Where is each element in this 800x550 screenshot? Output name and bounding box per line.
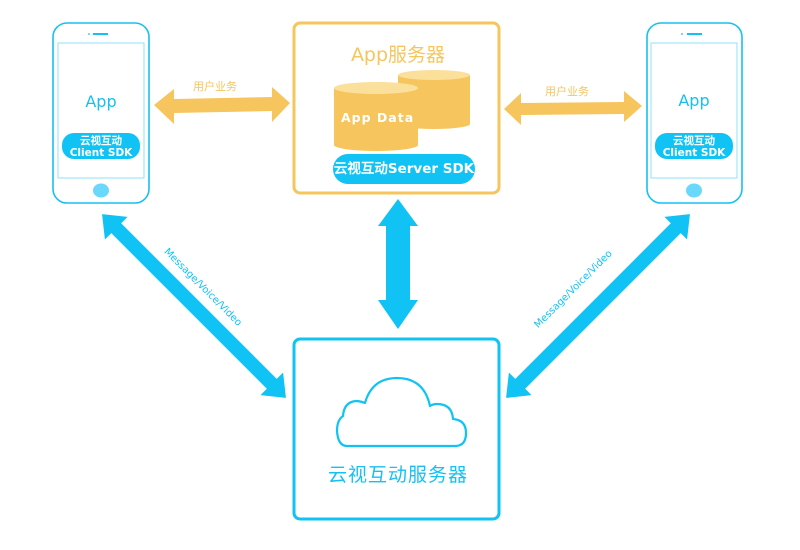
- cloud-server-box: [292, 337, 501, 521]
- right-client-sdk-line2: Client SDK: [662, 147, 726, 159]
- cloud-server-title: 云视互动服务器: [327, 464, 468, 486]
- app-data-label: App Data: [341, 110, 415, 125]
- left-business-label: 用户业务: [193, 80, 237, 93]
- left-business-arrow: [154, 87, 290, 124]
- right-client-sdk-line1: 云视互动: [673, 135, 715, 147]
- right-client-sdk-badge: 云视互动 Client SDK: [655, 133, 733, 159]
- camera-icon: [681, 33, 683, 35]
- center-media-arrow: [378, 199, 418, 329]
- server-sdk-badge: 云视互动Server SDK: [333, 154, 475, 184]
- cloud-icon: [335, 376, 468, 448]
- app-server-title: App服务器: [350, 44, 446, 66]
- left-media-arrow: [102, 214, 286, 398]
- left-client-sdk-line1: 云视互动: [80, 135, 122, 147]
- camera-icon: [88, 33, 90, 35]
- speaker-icon: [93, 33, 108, 35]
- left-client-sdk-badge: 云视互动 Client SDK: [62, 133, 140, 159]
- left-phone-app-label: App: [85, 92, 117, 111]
- home-button-icon: [93, 183, 109, 198]
- home-button-icon: [686, 183, 702, 198]
- left-phone-device: [52, 22, 150, 204]
- right-media-arrow: [506, 214, 690, 398]
- right-business-arrow: [504, 91, 642, 125]
- right-business-label: 用户业务: [545, 85, 589, 98]
- database-icon: [334, 70, 470, 151]
- left-client-sdk-line2: Client SDK: [69, 147, 133, 159]
- right-phone-app-label: App: [678, 91, 710, 110]
- speaker-icon: [687, 33, 702, 35]
- right-phone-device: [646, 22, 743, 204]
